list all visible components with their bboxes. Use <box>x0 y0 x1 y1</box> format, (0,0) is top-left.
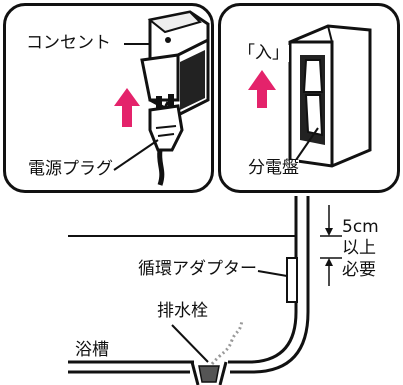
power-plug-icon <box>148 94 184 186</box>
bathtub-label: 浴槽 <box>75 340 109 360</box>
breaker-label: 分電盤 <box>248 158 299 178</box>
clearance-dimension-arrows <box>320 205 342 286</box>
drain-plug-icon <box>198 319 244 383</box>
circulation-adapter-icon <box>286 257 298 303</box>
drain-leader-line <box>171 324 209 363</box>
clearance-label-line1: 5cm <box>342 217 379 237</box>
circulation-adapter-label: 循環アダプター <box>138 259 257 279</box>
breaker-leader-line <box>295 127 319 161</box>
switch-on-label: 「入」 <box>238 43 289 63</box>
plug-leader-line <box>113 139 159 171</box>
power-plug-label: 電源プラグ <box>28 159 113 179</box>
drain-plug-label: 排水栓 <box>157 301 208 321</box>
switch-up-arrow-icon <box>248 70 276 108</box>
adapter-leader-line <box>257 270 288 277</box>
bathtub-illustration <box>68 196 310 385</box>
breaker-box-illustration <box>288 24 372 168</box>
insert-arrow-icon <box>114 88 140 127</box>
outlet-label: コンセント <box>26 33 111 53</box>
clearance-label-line2: 以上 <box>342 238 376 258</box>
clearance-label-line3: 必要 <box>342 260 376 280</box>
outlet-illustration <box>140 10 210 117</box>
